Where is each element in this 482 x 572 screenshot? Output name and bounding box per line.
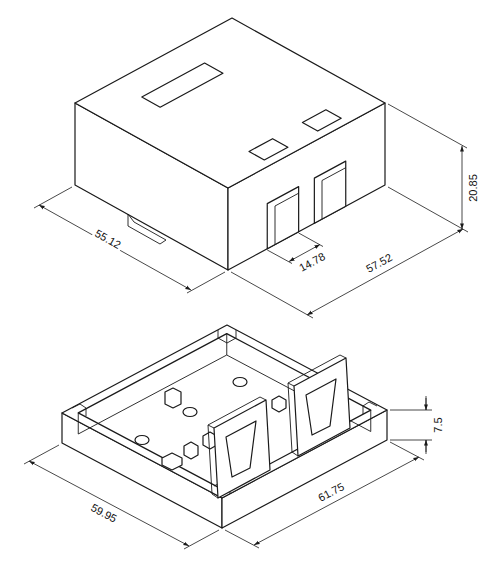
top-slot	[142, 63, 223, 107]
top-slot	[302, 110, 341, 131]
dimension-label: 57.52	[362, 250, 395, 276]
dimension-label: 14.78	[295, 249, 328, 275]
corner-notch	[218, 330, 236, 343]
corner-notch	[72, 404, 86, 416]
base	[62, 325, 387, 528]
keystone-frame	[208, 397, 270, 498]
opening-depth	[322, 168, 346, 219]
cover-dimensions	[34, 104, 468, 318]
screw-hole	[183, 408, 197, 417]
post	[162, 453, 182, 470]
dimension-label: 20.85	[467, 172, 479, 204]
corner-notch	[363, 402, 377, 414]
jack-opening	[267, 187, 298, 249]
dimension-label: 7.5	[432, 415, 444, 434]
screw-hole	[135, 436, 149, 445]
cover-top-face	[75, 18, 385, 188]
screw-hole	[233, 378, 247, 387]
cover	[75, 18, 385, 270]
inner-walls	[78, 334, 371, 434]
base-dimensions	[24, 396, 432, 549]
jack-opening	[314, 161, 345, 223]
top-slot	[249, 139, 288, 160]
opening-depth	[275, 193, 299, 244]
dimension-label: 59.95	[87, 500, 120, 525]
keystone-frame	[288, 355, 350, 456]
post	[272, 396, 286, 412]
base-rim	[62, 325, 387, 498]
post	[184, 442, 198, 459]
dimension-label: 55.12	[91, 226, 124, 252]
dimension-label: 61.75	[314, 479, 347, 504]
latch-tab	[128, 214, 166, 244]
post	[165, 388, 181, 408]
